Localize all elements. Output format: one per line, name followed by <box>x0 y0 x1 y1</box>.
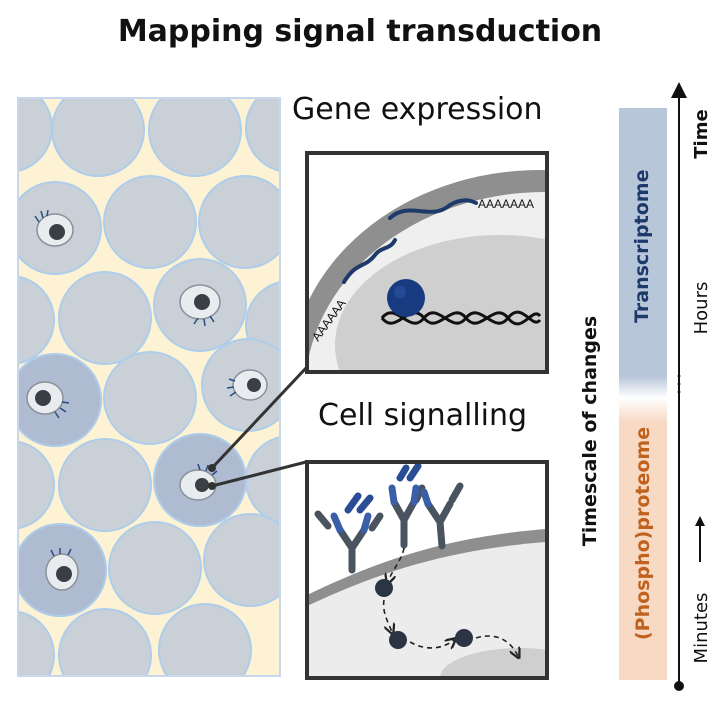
cell-signalling-heading: Cell signalling <box>318 398 528 433</box>
timescale-bar <box>619 82 687 691</box>
gene-expression-panel <box>307 153 547 372</box>
transcriptome-label: Transcriptome <box>631 169 653 323</box>
time-axis-origin <box>674 681 684 691</box>
zoom-lines <box>210 366 308 488</box>
immune-cells <box>26 209 268 591</box>
tissue-panel <box>18 98 280 676</box>
figure-title: Mapping signal transduction <box>117 14 603 49</box>
time-label: Time <box>691 109 712 159</box>
timescale-axis-label: Timescale of changes <box>579 315 601 547</box>
minutes-label: Minutes <box>691 592 712 664</box>
proteome-label: (Phospho)proteome <box>632 426 654 640</box>
polya-tail-top: AAAAAAA <box>478 197 534 211</box>
cell-signalling-panel <box>307 462 547 678</box>
hours-label: Hours <box>691 281 712 335</box>
gene-expression-heading: Gene expression <box>292 92 543 127</box>
